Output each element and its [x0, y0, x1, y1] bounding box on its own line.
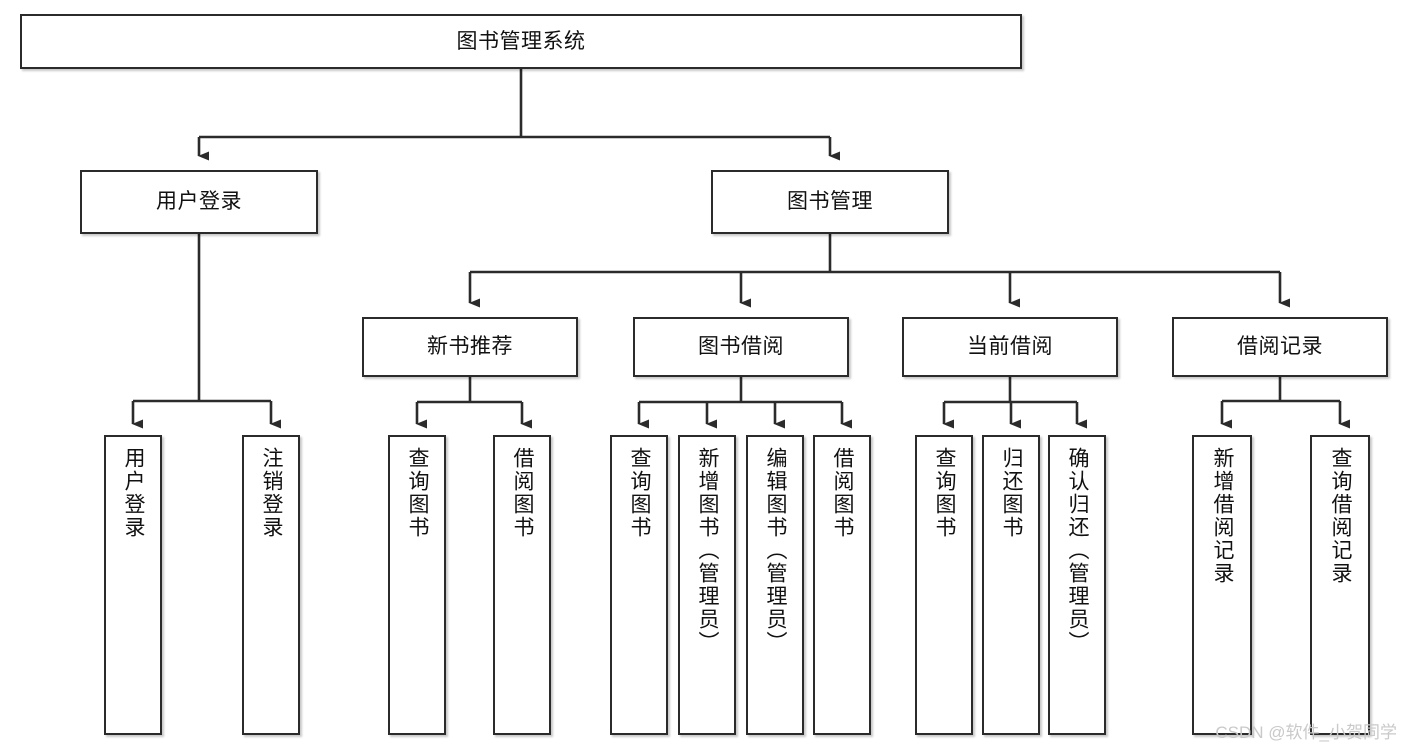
- leaf-current-borrow-confirm-return-admin[interactable]: 确认归还（管理员）: [1048, 435, 1106, 735]
- node-label: 借阅图书: [831, 447, 855, 539]
- node-label: 新增借阅记录: [1211, 447, 1235, 585]
- leaf-new-book-borrow-book[interactable]: 借阅图书: [493, 435, 551, 735]
- node-book-management[interactable]: 图书管理: [711, 170, 949, 234]
- leaf-new-book-query-book[interactable]: 查询图书: [388, 435, 446, 735]
- node-label: 新增图书（管理员）: [696, 447, 720, 654]
- leaf-book-borrow-edit-book-admin[interactable]: 编辑图书（管理员）: [746, 435, 804, 735]
- leaf-user-login-login[interactable]: 用户登录: [104, 435, 162, 735]
- node-label: 查询图书: [406, 447, 430, 539]
- node-label: 图书管理系统: [456, 29, 586, 53]
- node-root-book-management-system[interactable]: 图书管理系统: [20, 14, 1022, 69]
- node-label: 查询图书: [933, 447, 957, 539]
- leaf-book-borrow-add-book-admin[interactable]: 新增图书（管理员）: [678, 435, 736, 735]
- node-label: 查询借阅记录: [1329, 447, 1353, 585]
- leaf-borrow-record-add-record[interactable]: 新增借阅记录: [1192, 435, 1252, 735]
- leaf-user-login-logout[interactable]: 注销登录: [242, 435, 300, 735]
- node-borrow-record[interactable]: 借阅记录: [1172, 317, 1388, 377]
- leaf-borrow-record-query-record[interactable]: 查询借阅记录: [1310, 435, 1370, 735]
- node-label: 查询图书: [628, 447, 652, 539]
- node-book-borrow[interactable]: 图书借阅: [633, 317, 849, 377]
- leaf-current-borrow-return-book[interactable]: 归还图书: [982, 435, 1040, 735]
- node-label: 注销登录: [260, 447, 284, 539]
- node-label: 图书管理: [787, 190, 873, 214]
- node-new-book-recommend[interactable]: 新书推荐: [362, 317, 578, 377]
- node-label: 编辑图书（管理员）: [764, 447, 788, 654]
- node-label: 新书推荐: [427, 335, 513, 359]
- node-label: 用户登录: [122, 447, 146, 539]
- node-label: 确认归还（管理员）: [1066, 447, 1090, 654]
- node-label: 当前借阅: [967, 335, 1053, 359]
- node-label: 借阅图书: [511, 447, 535, 539]
- leaf-book-borrow-query-book[interactable]: 查询图书: [610, 435, 668, 735]
- leaf-book-borrow-borrow-book[interactable]: 借阅图书: [813, 435, 871, 735]
- node-label: 图书借阅: [698, 335, 784, 359]
- node-user-login[interactable]: 用户登录: [80, 170, 318, 234]
- node-label: 用户登录: [156, 190, 242, 214]
- node-current-borrow[interactable]: 当前借阅: [902, 317, 1118, 377]
- node-label: 借阅记录: [1237, 335, 1323, 359]
- node-label: 归还图书: [1000, 447, 1024, 539]
- leaf-current-borrow-query-book[interactable]: 查询图书: [915, 435, 973, 735]
